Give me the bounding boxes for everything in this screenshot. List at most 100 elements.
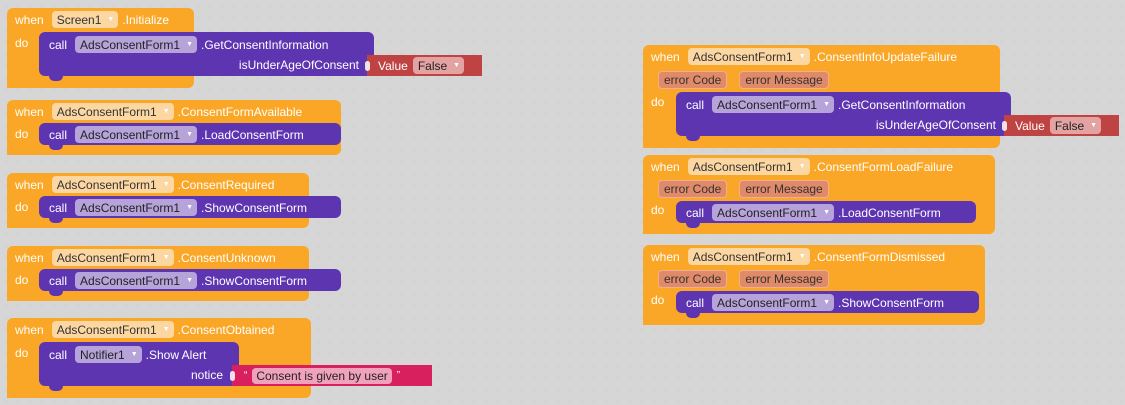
param-error-code[interactable]: error Code	[658, 71, 728, 89]
call-keyword: call	[49, 37, 68, 52]
param-error-message[interactable]: error Message	[739, 270, 829, 288]
when-keyword: when	[15, 177, 44, 192]
component-name: AdsConsentForm1	[56, 104, 157, 119]
boolean-value: False	[1054, 118, 1085, 133]
chevron-down-icon: ▼	[130, 351, 138, 358]
component-name: AdsConsentForm1	[692, 159, 793, 174]
component-dropdown[interactable]: AdsConsentForm1 ▼	[712, 96, 834, 113]
call-block-get-consent-information[interactable]: call AdsConsentForm1 ▼ .GetConsentInform…	[39, 32, 374, 81]
component-name: AdsConsentForm1	[80, 127, 181, 142]
component-name: AdsConsentForm1	[717, 97, 818, 112]
connector-nib	[49, 385, 63, 391]
call-block-get-consent-information[interactable]: call AdsConsentForm1 ▼ .GetConsentInform…	[676, 92, 1011, 141]
component-name: AdsConsentForm1	[80, 273, 181, 288]
connector-nib	[49, 290, 63, 296]
component-name: AdsConsentForm1	[56, 177, 157, 192]
component-name: AdsConsentForm1	[692, 49, 793, 64]
component-dropdown[interactable]: AdsConsentForm1 ▼	[51, 103, 174, 120]
chevron-down-icon: ▼	[823, 209, 830, 216]
socket-tab	[1002, 120, 1007, 131]
event-name: .Initialize	[122, 12, 170, 27]
call-block-show-consent-form[interactable]: call AdsConsentForm1 ▼ .ShowConsentForm	[39, 269, 341, 296]
component-dropdown[interactable]: AdsConsentForm1 ▼	[75, 272, 197, 289]
call-block-load-consent-form[interactable]: call AdsConsentForm1 ▼ .LoadConsentForm	[676, 201, 976, 228]
chevron-down-icon: ▼	[186, 277, 193, 284]
socket-tab	[365, 60, 370, 71]
value-label: Value	[378, 58, 408, 73]
component-name: AdsConsentForm1	[56, 250, 157, 265]
component-name: AdsConsentForm1	[80, 37, 181, 52]
when-keyword: when	[15, 12, 44, 27]
call-block-show-alert[interactable]: call Notifier1 ▼ .Show Alert notice	[39, 342, 239, 391]
when-keyword: when	[651, 159, 680, 174]
when-keyword: when	[651, 49, 680, 64]
component-dropdown[interactable]: AdsConsentForm1 ▼	[687, 158, 810, 175]
component-dropdown[interactable]: AdsConsentForm1 ▼	[75, 126, 197, 143]
chevron-down-icon: ▼	[186, 41, 193, 48]
logic-value-block[interactable]: Value False ▼	[365, 55, 482, 76]
method-name: .Show Alert	[145, 347, 207, 362]
component-dropdown[interactable]: AdsConsentForm1 ▼	[75, 199, 197, 216]
call-block-show-consent-form[interactable]: call AdsConsentForm1 ▼ .ShowConsentForm	[39, 196, 341, 223]
when-keyword: when	[15, 322, 44, 337]
event-name: .ConsentFormAvailable	[177, 104, 303, 119]
do-keyword: do	[15, 273, 29, 287]
boolean-dropdown[interactable]: False ▼	[1049, 117, 1102, 134]
quote-open-icon: “	[244, 370, 248, 381]
method-name: .GetConsentInformation	[838, 97, 966, 112]
component-name: AdsConsentForm1	[692, 249, 793, 264]
param-error-message[interactable]: error Message	[739, 180, 829, 198]
component-dropdown[interactable]: AdsConsentForm1 ▼	[687, 48, 810, 65]
call-keyword: call	[49, 273, 68, 288]
param-error-code[interactable]: error Code	[658, 180, 728, 198]
component-dropdown[interactable]: AdsConsentForm1 ▼	[51, 321, 174, 338]
chevron-down-icon: ▼	[107, 16, 115, 23]
connector-nib	[49, 144, 63, 150]
do-keyword: do	[15, 200, 29, 214]
component-dropdown[interactable]: AdsConsentForm1 ▼	[51, 176, 174, 193]
chevron-down-icon: ▼	[798, 53, 806, 60]
call-block-show-consent-form[interactable]: call AdsConsentForm1 ▼ .ShowConsentForm	[676, 291, 979, 318]
chevron-down-icon: ▼	[162, 254, 170, 261]
when-keyword: when	[15, 250, 44, 265]
call-keyword: call	[49, 347, 68, 362]
chevron-down-icon: ▼	[186, 204, 193, 211]
text-string-block[interactable]: “ Consent is given by user ”	[230, 365, 432, 386]
chevron-down-icon: ▼	[798, 163, 806, 170]
event-name: .ConsentObtained	[177, 322, 275, 337]
logic-value-block[interactable]: Value False ▼	[1002, 115, 1119, 136]
boolean-dropdown[interactable]: False ▼	[412, 57, 465, 74]
event-name: .ConsentFormDismissed	[813, 249, 946, 264]
call-keyword: call	[686, 205, 705, 220]
boolean-value: False	[417, 58, 448, 73]
arg-label: isUnderAgeOfConsent	[875, 118, 996, 132]
connector-nib	[49, 75, 63, 81]
connector-nib	[686, 222, 700, 228]
do-keyword: do	[651, 95, 665, 109]
connector-nib	[686, 135, 700, 141]
component-dropdown[interactable]: AdsConsentForm1 ▼	[51, 249, 174, 266]
do-keyword: do	[15, 36, 29, 50]
call-keyword: call	[49, 127, 68, 142]
component-dropdown[interactable]: AdsConsentForm1 ▼	[712, 294, 834, 311]
chevron-down-icon: ▼	[798, 253, 806, 260]
component-name: Notifier1	[80, 347, 125, 362]
chevron-down-icon: ▼	[823, 299, 830, 306]
component-dropdown[interactable]: AdsConsentForm1 ▼	[687, 248, 810, 265]
arg-label: isUnderAgeOfConsent	[238, 58, 359, 72]
do-keyword: do	[15, 346, 29, 360]
component-dropdown[interactable]: AdsConsentForm1 ▼	[712, 204, 834, 221]
connector-nib	[49, 217, 63, 223]
component-dropdown[interactable]: Notifier1 ▼	[75, 346, 142, 363]
component-name: AdsConsentForm1	[56, 322, 157, 337]
value-label: Value	[1015, 118, 1045, 133]
component-dropdown[interactable]: Screen1 ▼	[51, 11, 119, 28]
param-error-code[interactable]: error Code	[658, 270, 728, 288]
component-name: AdsConsentForm1	[717, 205, 818, 220]
method-name: .LoadConsentForm	[838, 205, 941, 220]
param-error-message[interactable]: error Message	[739, 71, 829, 89]
event-name: .ConsentInfoUpdateFailure	[813, 49, 958, 64]
call-block-load-consent-form[interactable]: call AdsConsentForm1 ▼ .LoadConsentForm	[39, 123, 341, 150]
component-dropdown[interactable]: AdsConsentForm1 ▼	[75, 36, 197, 53]
text-value-field[interactable]: Consent is given by user	[252, 367, 392, 384]
